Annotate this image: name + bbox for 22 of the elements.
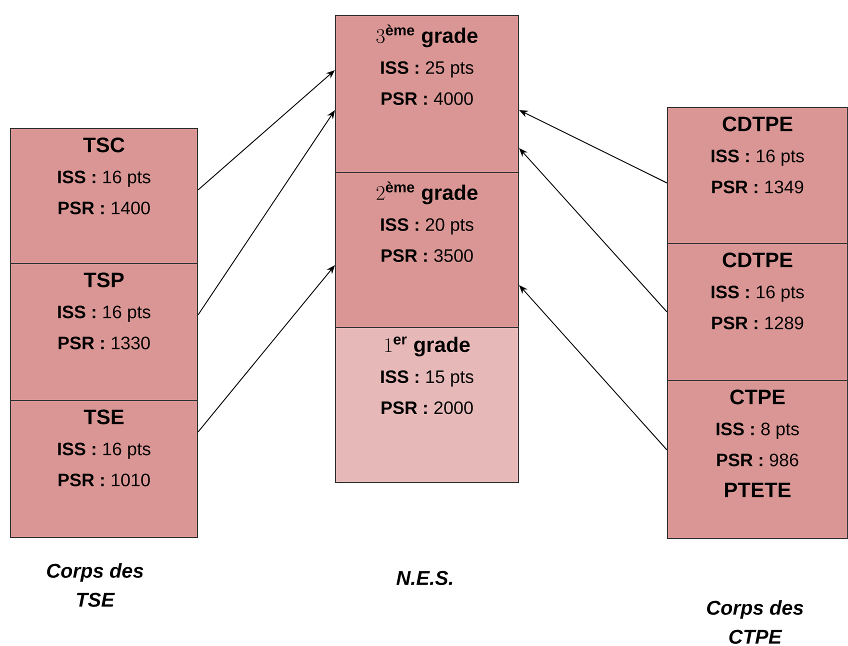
grade-box: TSP ISS : 16 pts PSR : 1330 [10,263,198,401]
node-label: CDTPE [722,116,792,132]
grade-box: $2^{\text{ème}}\text{ grade}$ ISS : 20 pts PSR : 3500 [335,172,519,328]
grade-box: CDTPE ISS : 16 pts PSR : 1289 [667,243,848,381]
column-caption: Corps des TSE [47,563,144,607]
column-caption: Corps des CTPE [707,600,804,644]
grade-box: CDTPE ISS : 16 pts PSR : 1349 [667,107,848,244]
node-label: CDTPE [722,252,792,268]
grade-box: TSE ISS : 16 pts PSR : 1010 [10,400,198,538]
node-label: PSR : 986 [717,454,798,466]
grade-box: CTPE ISS : 8 pts PSR : 986 PTETE [667,380,848,539]
node-label: CTPE [730,390,785,404]
column-caption: N.E.S. [396,570,452,586]
node-label: ISS : 16 pts [712,286,804,302]
grade-box: $3^{\text{ème}}\text{ grade}$ ISS : 25 pts PSR : 4000 [335,15,519,173]
node-label: ISS : 8 pts [716,422,799,439]
grade-box: $1^{\text{er}}\text{ grade}$ ISS : 15 pts PSR : 2000 [335,327,519,483]
grade-box: TSC ISS : 16 pts PSR : 1400 [10,128,198,264]
node-label: PTETE [725,482,791,498]
node-label: ISS : 16 pts [712,150,804,166]
node-label: PSR : 1349 [712,180,804,194]
node-label: PSR : 1289 [712,316,804,330]
